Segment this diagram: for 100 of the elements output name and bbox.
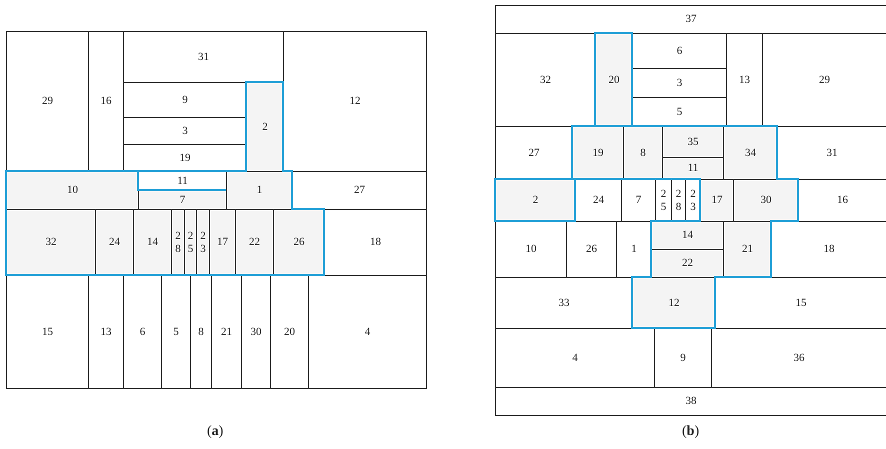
highlighted-cell [95,209,134,276]
cell-number: 10 [67,184,78,197]
cell-number: 33 [558,296,570,310]
cell-number: 12 [350,95,360,108]
plan-cell [495,5,886,34]
cell-number: 38 [686,395,696,408]
cell-number: 16 [837,194,848,207]
cell-number: 8 [640,146,646,160]
highlighted-cell [632,277,716,329]
cell-number: 2 [262,120,268,134]
cell-number: 27 [528,146,540,160]
cell-number: 13 [100,326,112,338]
highlighted-cell [226,171,293,210]
cell-number: 11 [688,162,698,175]
highlighted-cell [662,157,724,180]
plan-cell [308,275,427,389]
cell-number: 14 [147,236,158,249]
cell-number: 32 [540,74,551,86]
cell-number: 25 [188,230,194,256]
cell-number: 23 [690,188,696,214]
cell-number: 16 [100,95,112,108]
highlighted-cell [246,82,284,172]
cell-number: 27 [354,184,365,197]
cell-number: 31 [198,50,209,64]
cell-number: 24 [109,236,120,249]
cell-number: 7 [180,194,186,206]
cell-number: 5 [676,106,682,118]
highlighted-cell [196,209,210,276]
highlighted-cell [572,126,624,180]
cell-number: 3 [182,124,188,138]
highlighted-cell [209,209,236,276]
plan-cell [6,275,89,389]
cell-number: 11 [177,174,188,188]
cell-number: 26 [586,243,597,256]
cell-number: 28 [175,230,181,256]
cell-number: 4 [572,352,578,364]
cell-number: 14 [682,229,693,242]
cell-number: 17 [712,194,722,207]
highlighted-cell [273,209,325,276]
highlighted-cell [723,221,772,278]
plan-cell [6,31,89,172]
cell-number: 13 [739,74,750,86]
highlighted-cell [733,179,799,222]
cell-number: 15 [42,326,53,338]
cell-number: 19 [592,146,604,160]
cell-number: 24 [593,194,604,207]
cell-number: 21 [221,326,232,338]
cell-number: 23 [200,230,206,256]
cell-number: 25 [660,188,666,214]
cell-number: 6 [140,326,146,338]
highlighted-cell [651,221,724,250]
cell-number: 26 [294,236,304,249]
cell-number: 15 [796,296,806,310]
cell-number: 29 [42,95,53,108]
highlighted-cell [662,126,724,158]
highlighted-cell [723,126,778,180]
highlighted-cell [6,209,96,276]
cell-number: 3 [676,76,682,90]
cell-number: 34 [745,146,756,160]
cell-number: 10 [526,243,536,256]
cell-number: 5 [173,326,179,338]
cell-number: 18 [824,243,834,256]
panel-caption: (a) [207,424,224,440]
cell-number: 8 [198,326,204,338]
cell-number: 9 [680,352,686,364]
cell-number: 30 [760,194,772,207]
cell-number: 29 [819,74,830,86]
cell-number: 22 [682,257,693,270]
cell-number: 7 [636,194,642,207]
cell-number: 17 [217,236,228,249]
cell-number: 12 [668,296,680,310]
highlighted-cell [184,209,197,276]
cell-number: 37 [686,13,696,26]
cell-number: 28 [676,188,682,214]
cell-number: 36 [794,352,804,364]
cell-number: 20 [284,326,295,338]
panel-caption: (b) [682,424,700,440]
highlighted-cell [235,209,274,276]
highlighted-cell [171,209,185,276]
cell-number: 19 [180,152,190,164]
highlighted-cell [651,249,724,278]
cell-number: 1 [256,184,262,197]
cell-number: 20 [608,74,620,86]
cell-number: 9 [182,94,188,106]
plan-cell [283,31,427,172]
highlighted-cell [138,190,227,210]
cell-number: 35 [688,136,698,148]
highlighted-cell [623,126,663,180]
highlighted-cell [133,209,172,276]
highlighted-cell [6,171,139,210]
cell-number: 6 [676,44,682,58]
cell-number: 18 [370,236,381,249]
cell-number: 21 [742,243,753,256]
highlighted-cell [700,179,734,222]
cell-number: 2 [532,194,538,207]
cell-number: 22 [249,236,260,249]
cell-number: 31 [826,146,838,160]
plan-cell [495,387,886,416]
cell-number: 1 [631,243,637,256]
cell-number: 30 [250,326,262,338]
